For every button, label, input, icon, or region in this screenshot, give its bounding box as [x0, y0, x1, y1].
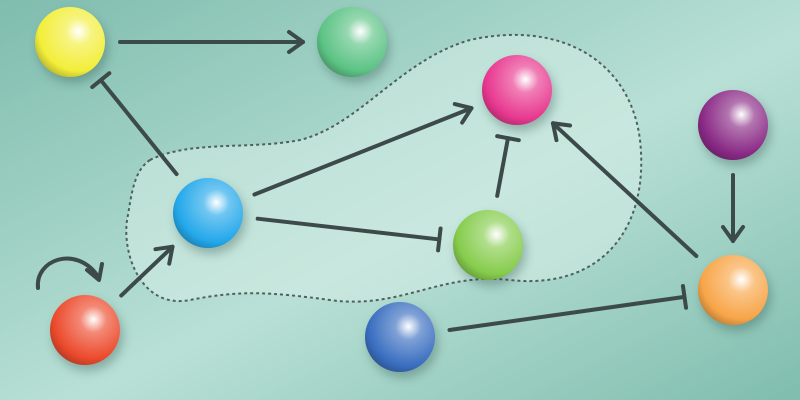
node-cyan: [173, 178, 246, 254]
edge-line: [550, 121, 699, 259]
arrowhead-icon: [287, 30, 305, 54]
node-orange: [698, 255, 771, 331]
node-sphere: [698, 255, 768, 325]
node-sphere: [173, 178, 243, 248]
edge-light-green-pink-inhibition: [495, 134, 521, 198]
node-sphere: [482, 55, 552, 125]
arrowhead-icon: [153, 244, 175, 266]
arrowhead-icon: [721, 225, 745, 243]
node-pink: [482, 55, 555, 131]
edge-line: [447, 294, 687, 333]
edge-orange-pink-activation: [550, 121, 699, 259]
edge-red-red-self-activation: [35, 256, 104, 290]
inhibition-bar-icon: [436, 226, 443, 253]
arrowhead-icon: [85, 262, 104, 282]
node-sphere: [50, 295, 120, 365]
node-sphere: [453, 210, 523, 280]
inhibition-bar-icon: [680, 283, 689, 310]
edge-line: [252, 106, 474, 197]
node-blue: [365, 302, 438, 378]
edge-blue-orange-inhibition: [447, 283, 689, 333]
edge-cyan-pink-activation: [252, 102, 474, 197]
node-red: [50, 295, 123, 371]
self-loop-line: [35, 256, 99, 290]
inhibition-bar-icon: [90, 71, 112, 90]
node-light-green: [453, 210, 526, 286]
edge-purple-orange-activation: [721, 173, 745, 243]
edge-line: [119, 244, 175, 298]
edge-yellow-green-top-activation: [118, 30, 305, 54]
node-sphere: [365, 302, 435, 372]
edge-line: [255, 216, 442, 242]
node-sphere: [35, 7, 105, 77]
edge-cyan-light-green-inhibition: [255, 216, 443, 253]
edge-red-cyan-activation: [119, 244, 175, 298]
edge-line: [495, 136, 510, 198]
inhibition-bar-icon: [495, 134, 521, 143]
arrowhead-icon: [550, 121, 573, 143]
node-sphere: [317, 7, 387, 77]
node-sphere: [698, 90, 768, 160]
node-green-top: [317, 7, 390, 83]
arrowhead-icon: [452, 102, 474, 125]
edge-cyan-yellow-inhibition: [90, 71, 179, 177]
node-purple: [698, 90, 771, 166]
edge-line: [98, 78, 179, 177]
node-yellow: [35, 7, 108, 83]
